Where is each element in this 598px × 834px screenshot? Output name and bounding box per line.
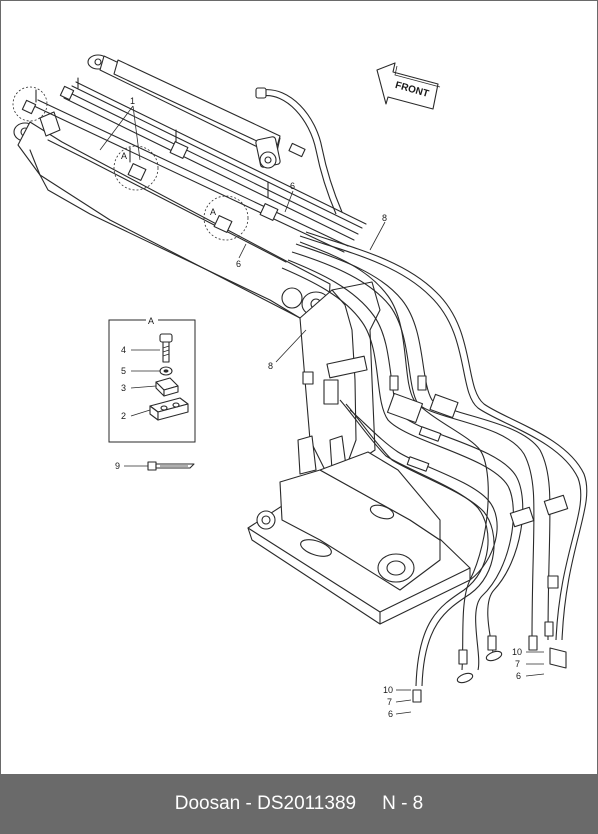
footer-part-number: DS2011389 [257,793,357,814]
callout-8-lower: 8 [268,361,273,371]
parts-diagram: FRONT [12,54,588,719]
detail-circles: A A [12,86,249,241]
callout-3: 3 [121,383,126,393]
hydraulic-hoses [281,231,588,687]
callout-2: 2 [121,411,126,421]
callout-5: 5 [121,366,126,376]
tube-clamps [21,77,279,233]
callout-1: 1 [130,96,135,106]
pedestal [297,281,381,475]
cylinder-hose [255,87,343,215]
boom-cylinder [87,54,281,169]
callout-9: 9 [115,461,120,471]
callouts: 1 2 3 4 5 6 6 6 6 7 7 8 8 9 10 10 [115,96,522,719]
callout-7-left: 7 [387,697,392,707]
callout-6-boom: 6 [290,181,295,191]
footer-bar: Doosan - DS2011389 N - 8 [0,774,598,834]
callout-7-right: 7 [515,659,520,669]
callout-6-left: 6 [388,709,393,719]
leader-lines [99,105,545,715]
detail-callout-a2: A [210,207,216,217]
detail-a-box: A [108,314,196,443]
callout-10-right: 10 [512,647,522,657]
callout-6-lower: 6 [236,259,241,269]
front-arrow: FRONT [376,62,441,110]
detail-box-label: A [148,316,154,326]
callout-4: 4 [121,345,126,355]
base-plate [247,451,471,625]
hose-fittings [386,375,569,703]
footer-brand: Doosan [174,793,241,814]
footer-dash: - [245,793,252,814]
pipe-tubes [33,81,367,253]
callout-10-left: 10 [383,685,393,695]
footer-page: N - 8 [382,793,424,814]
callout-6-right: 6 [516,671,521,681]
cable-tie [147,461,195,471]
detail-callout-a1: A [121,151,127,161]
callout-8-upper: 8 [382,213,387,223]
